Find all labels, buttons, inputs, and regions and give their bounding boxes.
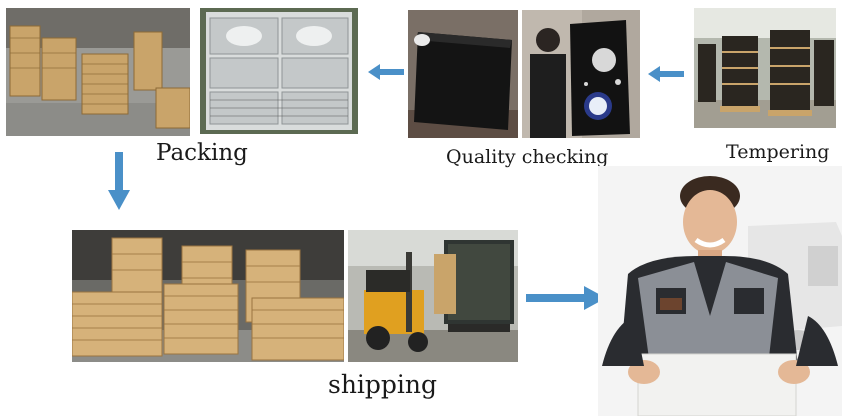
shipping-forklift-photo	[348, 230, 518, 362]
shipping-pallets-photo	[72, 230, 344, 362]
step-label-shipping: shipping	[328, 370, 438, 399]
arrow-left-icon	[368, 64, 404, 80]
arrow-down-icon	[108, 152, 130, 210]
quality-check-photo-glass-panel	[408, 10, 518, 138]
step-label-packing: Packing	[156, 140, 248, 166]
step-label-tempering: Tempering	[726, 141, 830, 163]
delivery-man-photo	[598, 166, 842, 416]
quality-check-photo-inspection	[522, 10, 640, 138]
tempering-photo	[694, 8, 836, 128]
arrow-right-icon	[526, 286, 606, 310]
warehouse-stock-photo	[6, 8, 190, 136]
wrapped-glass-photo	[200, 8, 358, 134]
step-label-quality-checking: Quality checking	[446, 146, 609, 168]
arrow-left-icon	[648, 66, 684, 82]
